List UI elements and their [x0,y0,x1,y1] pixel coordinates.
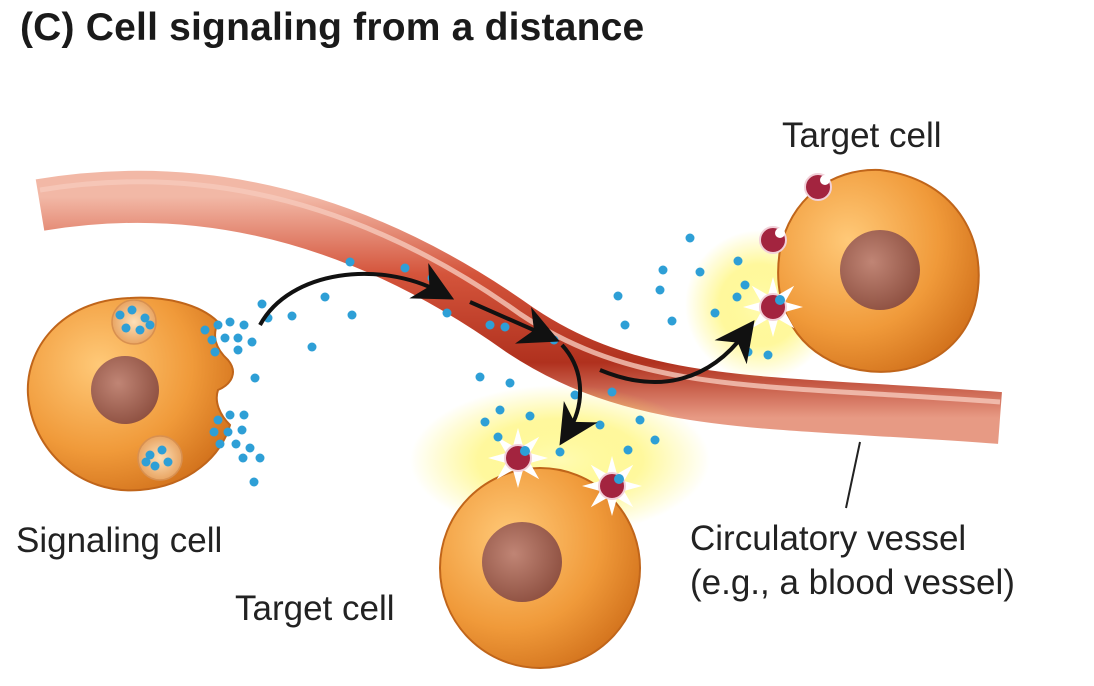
signal-molecule-icon [549,335,559,345]
signal-molecule-icon [163,457,173,467]
signal-molecule-icon [210,347,220,357]
flow-arrows [258,263,755,446]
signal-molecule-icon [613,291,623,301]
signal-molecule-icon [345,257,355,267]
signal-molecule-icon [732,292,742,302]
signal-molecule-icon [213,320,223,330]
signal-molecule-icon [287,311,297,321]
signal-molecule-icon [655,285,665,295]
bound-signal-molecule-icon [614,474,624,484]
signal-molecule-icon [249,477,259,487]
signal-molecule-icon [525,411,535,421]
signal-molecule-icon [710,308,720,318]
signal-molecule-icon [620,320,630,330]
signal-molecule-icon [225,410,235,420]
target-cell-top-label: Target cell [782,116,942,155]
signal-molecule-icon [115,310,125,320]
vessel-label-line2: (e.g., a blood vessel) [690,563,1015,602]
signal-molecule-icon [493,432,503,442]
curved-arrow-icon [258,263,455,326]
bound-signal-molecule-icon [775,295,785,305]
curved-arrow-icon [469,300,560,344]
receptor-binding-site [775,228,785,238]
bound-signal-molecule-icon [520,446,530,456]
signal-molecule-icon [667,316,677,326]
figure-title: (C) Cell signaling from a distance [20,6,645,49]
signal-molecule-icon [135,325,145,335]
signal-molecule-icon [255,453,265,463]
signal-molecule-icon [743,347,753,357]
secretory-vesicle [111,299,157,345]
signal-molecule-icon [695,267,705,277]
signal-molecule-icon [157,445,167,455]
curved-arrow-icon [599,320,755,384]
receptor-group [488,173,832,516]
target-cell-bottom-label: Target cell [235,589,395,628]
signal-molecule-icon [127,305,137,315]
signal-molecule-icon [635,415,645,425]
signal-molecule-icon [500,322,510,332]
vessel-leader-line [845,441,861,509]
signal-molecule-icon [121,323,131,333]
signal-molecule-icon [733,256,743,266]
signal-molecule-icon [247,337,257,347]
signal-molecule-icon [427,273,437,283]
signal-molecule-icon [505,378,515,388]
signal-molecule-icon [763,350,773,360]
signal-molecule-icon [475,372,485,382]
secretory-vesicle [137,435,183,481]
signal-molecule-icon [685,233,695,243]
signal-molecule-icon [220,333,230,343]
signal-molecule-icon [150,461,160,471]
signal-molecule-icon [245,443,255,453]
signal-molecule-icon [223,427,233,437]
signal-molecule-icon [480,417,490,427]
signal-molecule-icon [233,345,243,355]
signal-molecule-icon [145,320,155,330]
signaling-cell-label: Signaling cell [16,521,223,560]
signal-molecule-icon [200,325,210,335]
signal-molecule-icon [485,320,495,330]
signal-molecule-icon [570,390,580,400]
signal-molecule-icon [231,439,241,449]
signal-molecule-icon [347,310,357,320]
signal-molecule-icon [207,335,217,345]
signal-molecule-icon [650,435,660,445]
signal-molecule-icon [495,405,505,415]
target-cell-bottom [410,385,710,669]
vessel-label-line1: Circulatory vessel [690,519,967,558]
signal-molecule-icon [239,410,249,420]
signal-molecule-icon [250,373,260,383]
signal-molecule-icon [658,265,668,275]
signal-molecule-icon [320,292,330,302]
signal-molecule-icon [307,342,317,352]
signal-molecule-icon [257,299,267,309]
signal-molecule-icon [400,263,410,273]
signal-molecule-icon [145,450,155,460]
signal-molecule-icon [213,415,223,425]
signal-molecule-icon [740,280,750,290]
signal-molecule-icon [595,420,605,430]
signal-molecule-icon [555,447,565,457]
signal-molecule-icon [623,445,633,455]
signal-molecule-icon [233,333,243,343]
signal-molecule-icon [607,387,617,397]
signal-molecule-icon [239,320,249,330]
signal-molecule-icon [141,457,151,467]
curved-arrow-icon [559,343,598,446]
signal-molecule-icon [209,427,219,437]
receptor-binding-site [820,175,830,185]
signal-molecule-icon [215,439,225,449]
signal-molecule-icon [442,308,452,318]
signal-molecule-icon [225,317,235,327]
signal-molecule-icon [238,453,248,463]
signal-molecule-icon [237,425,247,435]
signaling-cell [26,296,234,492]
signal-molecule-icon [140,313,150,323]
